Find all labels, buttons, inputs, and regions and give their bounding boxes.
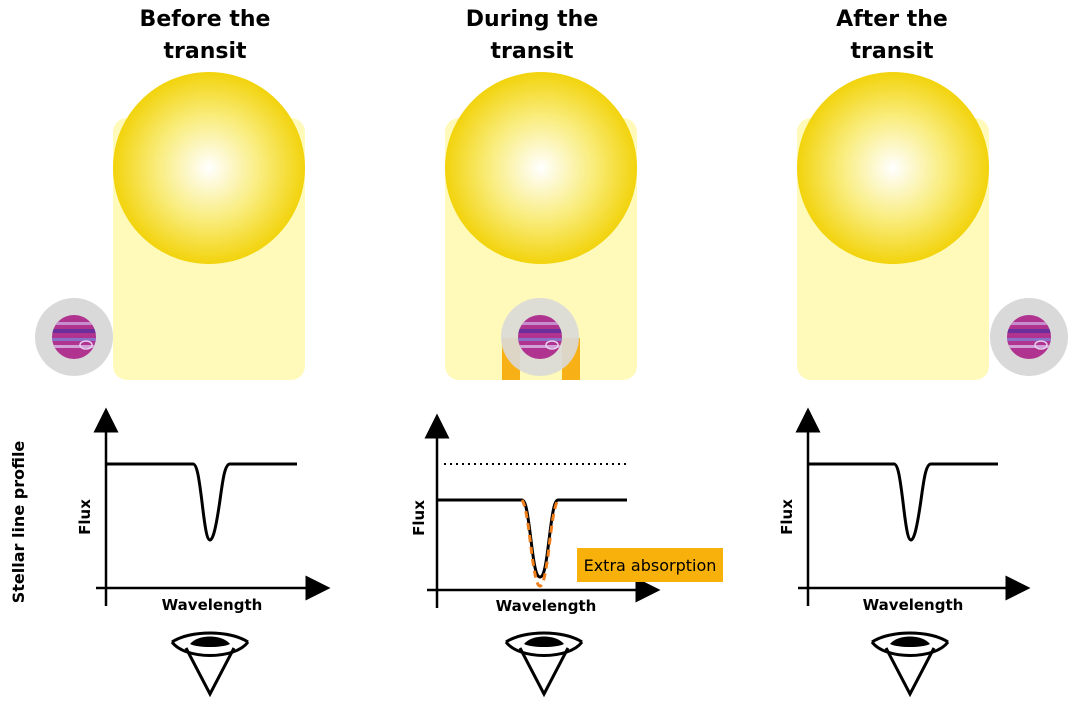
- title-line-1: Before the: [139, 7, 271, 32]
- line-profile-plot-during: Flux Wavelength Extra absorption: [410, 413, 723, 615]
- extra-absorption-box: [577, 548, 723, 582]
- x-axis-label: Wavelength: [162, 596, 263, 614]
- panel-title-during: During the transit: [422, 4, 642, 68]
- title-line-2: transit: [850, 39, 934, 64]
- star: [445, 72, 637, 264]
- panel-title-before: Before the transit: [95, 4, 315, 68]
- scene-after: [797, 72, 1068, 380]
- x-axis-label: Wavelength: [496, 597, 597, 615]
- extra-absorption-label: Extra absorption: [584, 556, 717, 575]
- planet: [501, 298, 579, 376]
- title-line-2: transit: [490, 39, 574, 64]
- y-axis-label: Flux: [778, 499, 796, 535]
- line-profile-plot-after: Flux Wavelength: [778, 407, 1031, 614]
- eye-icon: [170, 631, 250, 698]
- side-label: Stellar line profile: [9, 441, 28, 604]
- planet: [990, 298, 1068, 376]
- eye-icon: [504, 631, 584, 698]
- x-axis-label: Wavelength: [863, 596, 964, 614]
- planet: [35, 298, 113, 376]
- title-line-1: During the: [465, 7, 599, 32]
- title-line-1: After the: [836, 7, 948, 32]
- line-profile: [808, 462, 998, 542]
- y-axis-label: Flux: [76, 499, 94, 535]
- scene-during: [445, 72, 637, 380]
- scene-before: [35, 72, 305, 380]
- eye-icon: [870, 631, 950, 698]
- y-axis-label: Flux: [410, 500, 428, 536]
- star: [797, 72, 989, 264]
- panel-title-after: After the transit: [782, 4, 1002, 68]
- title-line-2: transit: [163, 39, 247, 64]
- extra-absorption-dashed: [520, 499, 560, 588]
- line-profile-plot-before: Flux Wavelength: [76, 407, 331, 614]
- line-profile: [106, 462, 297, 542]
- star: [113, 72, 305, 264]
